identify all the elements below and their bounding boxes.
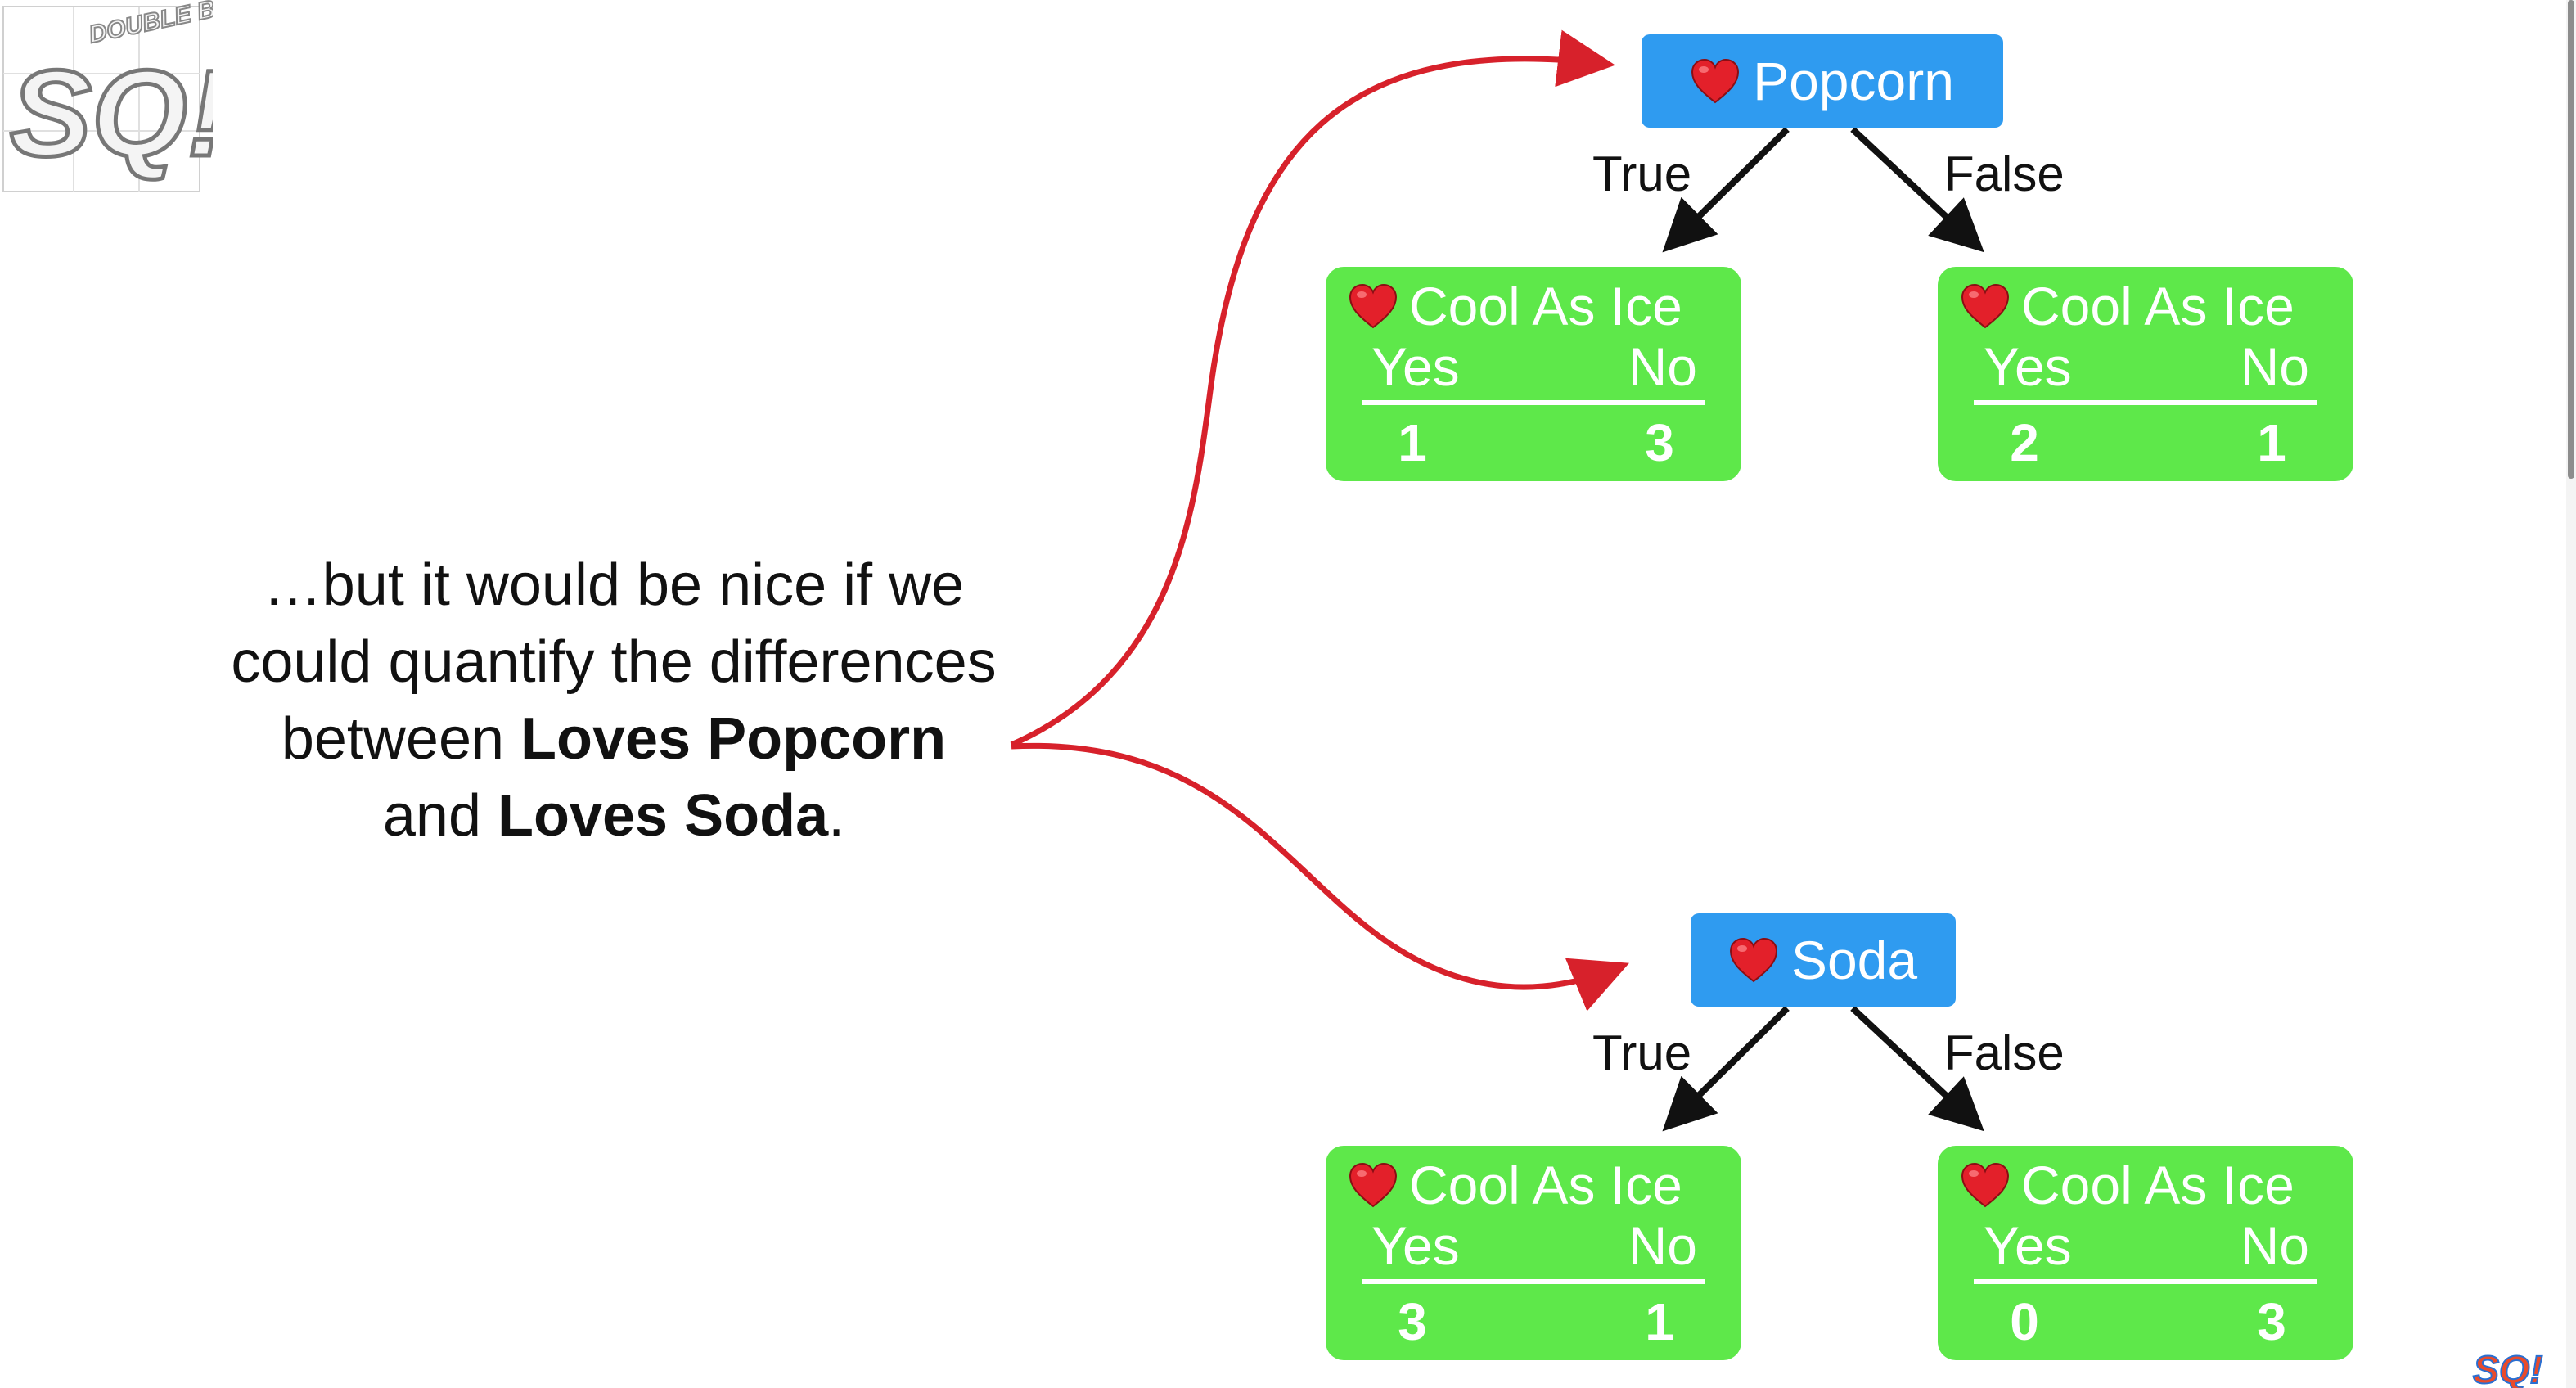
statquest-mini-logo: SQ!: [2472, 1348, 2543, 1388]
logo-main-text: SQ!: [10, 44, 213, 182]
mini-logo-text: SQ!: [2473, 1349, 2542, 1388]
no-label: No: [2240, 1215, 2309, 1276]
no-count: 3: [2257, 1292, 2286, 1351]
edge-popcorn-false: [1850, 127, 1984, 253]
loves-popcorn-text: Loves Popcorn: [520, 706, 947, 772]
caption-line-3: between Loves Popcorn: [281, 706, 947, 772]
edge-soda-true: [1662, 1006, 1790, 1132]
edge-soda-false: [1850, 1006, 1984, 1132]
caption-line-4: and Loves Soda.: [382, 783, 845, 849]
leaf-soda-true: Cool As Ice Yes No 3 1: [1326, 1146, 1741, 1360]
heart-icon: [1961, 283, 2010, 329]
yes-count: 1: [1398, 413, 1427, 472]
edge-popcorn-true: [1662, 127, 1790, 253]
yes-label: Yes: [1984, 336, 2072, 397]
leaf-popcorn-true: Cool As Ice Yes No 1 3: [1326, 267, 1741, 481]
arrow-to-popcorn: [1010, 29, 1615, 748]
yes-count: 2: [2010, 413, 2039, 472]
yes-count: 3: [1398, 1292, 1427, 1351]
no-label: No: [1628, 336, 1697, 397]
edge-label-true: True: [1592, 1025, 1692, 1080]
divider: [1362, 1279, 1705, 1284]
leaf-title: Cool As Ice: [2021, 1155, 2295, 1215]
root-node-soda: Soda: [1691, 913, 1956, 1007]
no-count: 1: [1645, 1292, 1674, 1351]
divider: [1362, 400, 1705, 405]
loves-soda-text: Loves Soda: [498, 783, 829, 849]
leaf-title: Cool As Ice: [2021, 276, 2295, 336]
leaf-title: Cool As Ice: [1409, 1155, 1682, 1215]
leaf-title: Cool As Ice: [1409, 276, 1682, 336]
edge-label-false: False: [1944, 146, 2065, 201]
yes-label: Yes: [1371, 336, 1460, 397]
no-count: 3: [1645, 413, 1674, 472]
edge-label-true: True: [1592, 146, 1692, 201]
yes-label: Yes: [1371, 1215, 1460, 1276]
caption-line-1: …but it would be nice if we: [263, 552, 965, 618]
scrollbar-thumb[interactable]: [2568, 0, 2574, 479]
divider: [1974, 400, 2317, 405]
heart-icon: [1349, 1162, 1398, 1208]
no-label: No: [2240, 336, 2309, 397]
yes-label: Yes: [1984, 1215, 2072, 1276]
root-label: Popcorn: [1753, 51, 1954, 111]
root-node-popcorn: Popcorn: [1642, 34, 2003, 128]
no-count: 1: [2257, 413, 2286, 472]
arrow-to-soda: [1011, 742, 1629, 1012]
yes-count: 0: [2010, 1292, 2039, 1351]
root-label: Soda: [1790, 930, 1918, 990]
leaf-soda-false: Cool As Ice Yes No 0 3: [1938, 1146, 2353, 1360]
heart-icon: [1691, 58, 1740, 104]
caption-line-2: could quantify the differences: [231, 629, 997, 695]
statquest-logo: SQ! DOUBLE BAM!!!: [2, 0, 213, 192]
heart-icon: [1961, 1162, 2010, 1208]
heart-icon: [1729, 937, 1777, 983]
divider: [1974, 1279, 2317, 1284]
no-label: No: [1628, 1215, 1697, 1276]
caption-text: …but it would be nice if we could quanti…: [155, 547, 1072, 854]
heart-icon: [1349, 283, 1398, 329]
leaf-popcorn-false: Cool As Ice Yes No 2 1: [1938, 267, 2353, 481]
edge-label-false: False: [1944, 1025, 2065, 1080]
